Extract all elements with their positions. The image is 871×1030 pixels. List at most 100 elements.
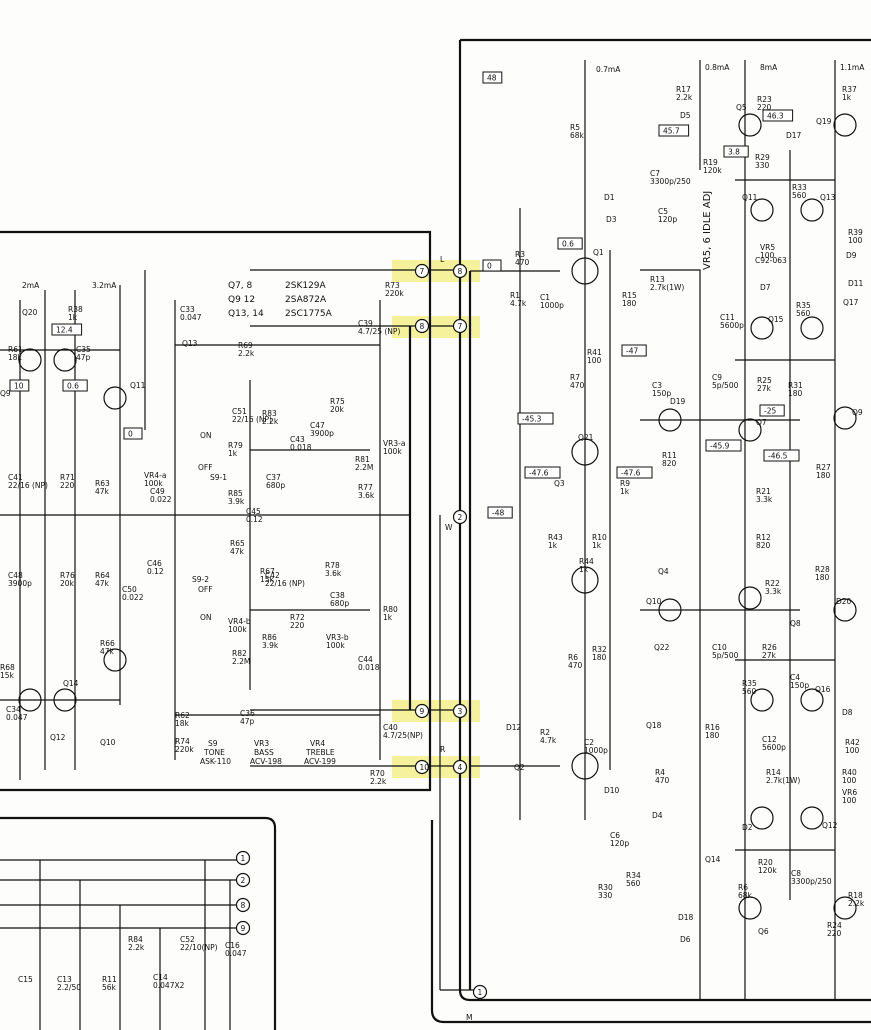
vr3-part: ACV-198	[250, 757, 282, 766]
component-value: 27k	[762, 651, 777, 660]
component-value: 22/16 (NP)	[232, 415, 272, 424]
component-ref: Q7	[756, 418, 767, 427]
component-ref: C49	[150, 487, 165, 496]
component-ref: R20	[758, 858, 773, 867]
component-ref: R83	[262, 409, 277, 418]
component-ref: VR6	[842, 788, 857, 797]
vr4-label: VR4	[310, 739, 325, 748]
component-ref: R15	[622, 291, 637, 300]
component-value: 330	[598, 891, 613, 900]
component-value: 0.047	[180, 313, 202, 322]
component-ref: R9	[620, 479, 630, 488]
component-ref: Q12	[50, 733, 66, 742]
component-ref: R69	[238, 341, 253, 350]
voltage-box: 0	[482, 259, 502, 272]
component-ref: C42	[265, 571, 280, 580]
component-value: 3.3k	[756, 495, 773, 504]
s9-name: TONE	[203, 748, 225, 757]
component-ref: D9	[846, 251, 857, 260]
voltage-box: 0.6	[557, 237, 583, 250]
table-line1: Q7, 8	[228, 281, 253, 291]
channel-L-label: L	[440, 255, 445, 264]
component-value: 47k	[95, 487, 110, 496]
component-value: 180	[592, 653, 607, 662]
component-ref: R35	[742, 679, 757, 688]
component-ref: C10	[712, 643, 727, 652]
component-ref: D12	[506, 723, 522, 732]
component-value: 1k	[620, 487, 630, 496]
component-value: 100k	[326, 641, 345, 650]
connector-node: 1	[235, 850, 251, 866]
component-ref: R71	[60, 473, 75, 482]
s9-label: S9	[208, 739, 218, 748]
component-value: 0.12	[147, 567, 164, 576]
component-ref: D1	[604, 193, 615, 202]
component-ref: C6	[610, 831, 620, 840]
component-value: 820	[756, 541, 771, 550]
voltage-box-text: -25	[764, 407, 776, 416]
component-value: 3.6k	[325, 569, 342, 578]
component-value: 47k	[100, 647, 115, 656]
component-ref: R37	[842, 85, 857, 94]
component-ref: D5	[680, 111, 691, 120]
connector-node: 4	[452, 759, 468, 775]
component-value: 330	[755, 161, 770, 170]
s9-part: ASK-110	[200, 757, 231, 766]
component-value: 180	[815, 573, 830, 582]
switch-on-top: ON	[200, 431, 212, 440]
component-ref: R67	[260, 567, 275, 576]
component-value: 560	[626, 879, 641, 888]
component-ref: C33	[180, 305, 195, 314]
component-ref: R78	[325, 561, 340, 570]
component-value: 100k	[383, 447, 402, 456]
voltage-box-text: -47.6	[529, 469, 549, 478]
component-ref: R4	[655, 768, 665, 777]
component-ref: R24	[827, 921, 842, 930]
table-part2: 2SA872A	[285, 295, 327, 305]
connector-number: 1	[478, 988, 483, 997]
voltage-box: -25	[759, 404, 785, 417]
component-ref: C5	[658, 207, 668, 216]
component-ref: C8	[791, 869, 801, 878]
component-value: 180	[705, 731, 720, 740]
channel-R-label: R	[440, 745, 445, 754]
component-ref: C13	[57, 975, 72, 984]
component-ref: Q4	[658, 567, 669, 576]
component-value: 0.018	[290, 443, 312, 452]
component-ref: Q10	[100, 738, 116, 747]
transistor-symbols	[18, 113, 857, 920]
component-ref: R17	[676, 85, 691, 94]
switch-off-bottom: OFF	[198, 585, 213, 594]
component-ref: R13	[650, 275, 665, 284]
component-value: 150p	[652, 389, 671, 398]
component-ref: R21	[756, 487, 771, 496]
component-value: 4.7/25(NP)	[383, 731, 423, 740]
component-value: 220	[60, 481, 75, 490]
component-ref: R35	[796, 301, 811, 310]
component-ref: R11	[662, 451, 677, 460]
channel-M-label: M	[466, 1013, 472, 1022]
component-ref: D19	[670, 397, 686, 406]
component-value: 4.7k	[510, 299, 527, 308]
connector-number: 10	[420, 763, 430, 772]
component-ref: Q16	[815, 685, 831, 694]
component-ref: Q3	[554, 479, 565, 488]
component-ref: R72	[290, 613, 305, 622]
component-ref: R14	[766, 768, 781, 777]
voltage-box-text: 46.3	[767, 112, 784, 121]
component-ref: R10	[592, 533, 607, 542]
voltage-box: 46.3	[762, 109, 794, 122]
component-ref: R16	[705, 723, 720, 732]
component-ref: R80	[383, 605, 398, 614]
component-ref: C92-063	[755, 256, 787, 265]
component-ref: R23	[757, 95, 772, 104]
component-ref: D17	[786, 131, 802, 140]
component-value: 120p	[610, 839, 629, 848]
component-value: 5600p	[720, 321, 744, 330]
component-ref: R76	[60, 571, 75, 580]
component-ref: R3	[515, 250, 525, 259]
voltage-box-text: 12.4	[56, 326, 73, 335]
voltage-box: 45.7	[658, 124, 690, 137]
component-value: 27k	[757, 384, 772, 393]
component-value: 47k	[230, 547, 245, 556]
